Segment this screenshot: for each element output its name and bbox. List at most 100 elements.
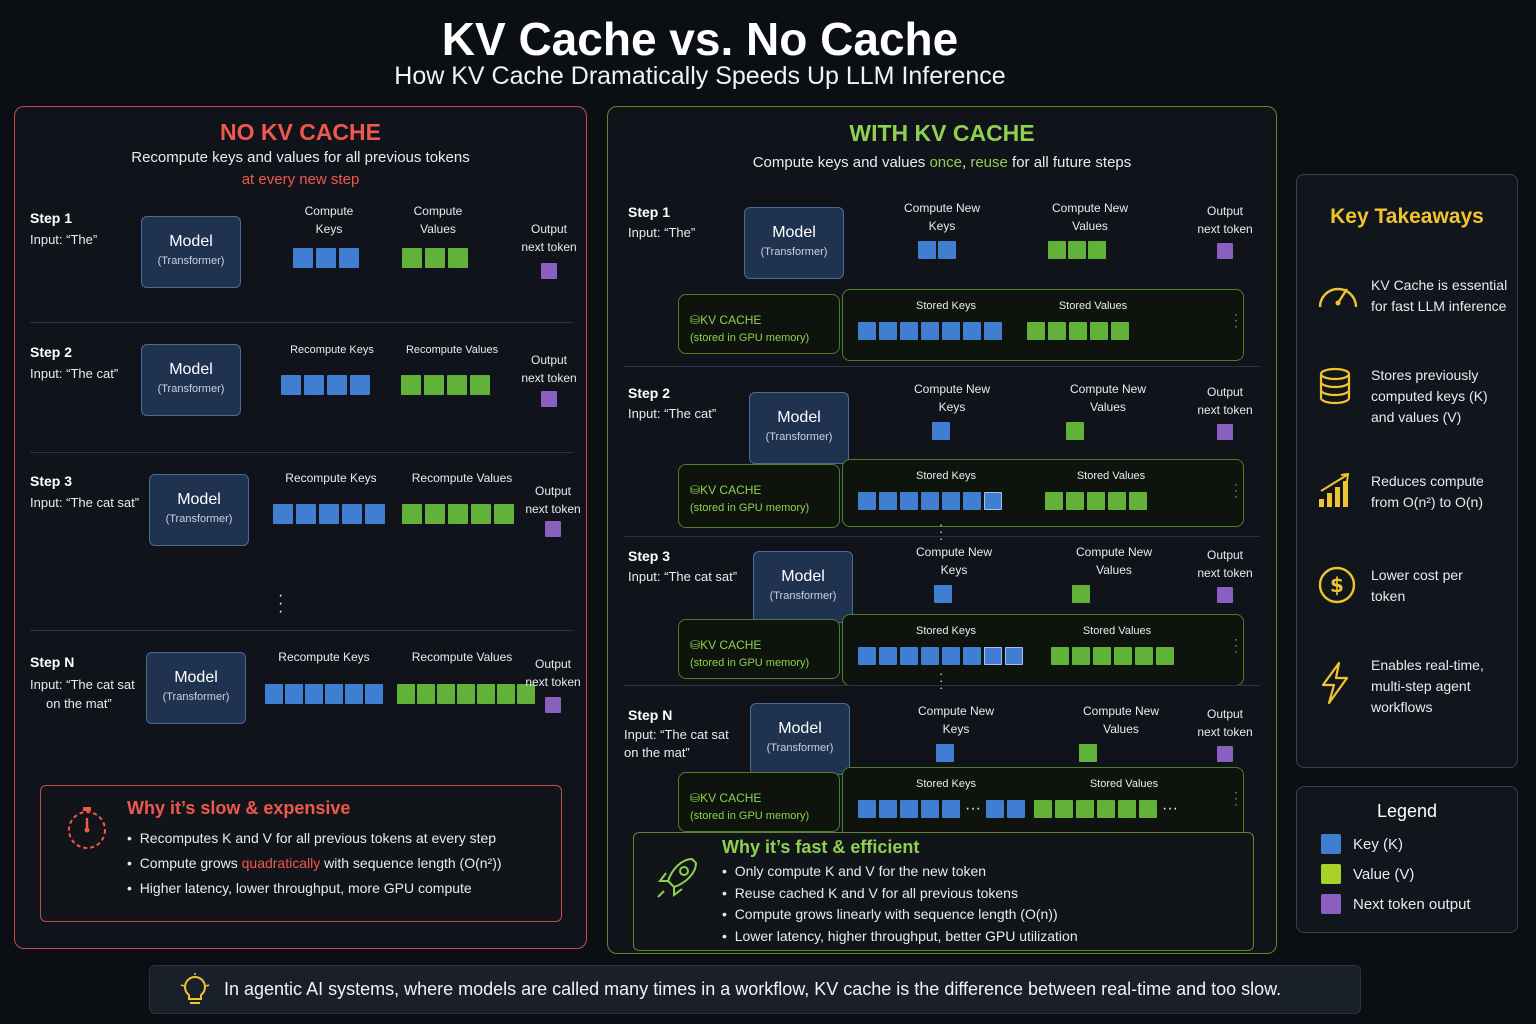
- why-slow-bullets: • Recomputes K and V for all previous to…: [127, 826, 502, 901]
- with-cache-step-label: Step N: [628, 707, 673, 723]
- key-cell: [316, 248, 336, 268]
- bullet-item: • Higher latency, lower throughput, more…: [127, 880, 472, 896]
- takeaway-text: Lower cost per token: [1371, 567, 1463, 604]
- key-cell: [365, 504, 385, 524]
- key-cell: [963, 647, 981, 665]
- model-subtitle: (Transformer): [766, 742, 834, 754]
- no-cache-step-3-keys-label: Recompute Keys: [285, 471, 377, 485]
- no-cache-step-1-values-label: Compute Values: [413, 204, 463, 236]
- svg-text:$: $: [1330, 573, 1344, 597]
- no-cache-step-n-values: [397, 684, 535, 704]
- no-cache-step-3-values: [402, 504, 514, 524]
- value-cell: [1045, 492, 1063, 510]
- value-cell: [1027, 322, 1045, 340]
- value-cell: [425, 504, 445, 524]
- kv-cache-sublabel: (stored in GPU memory): [690, 332, 810, 344]
- no-cache-step-2-model: Model (Transformer): [141, 344, 241, 416]
- no-cache-step-1-label: Step 1: [30, 210, 73, 226]
- key-cell: [293, 248, 313, 268]
- ellipsis-vertical-icon: ···: [939, 666, 944, 695]
- with-cache-step-input-2: on the mat”: [624, 745, 690, 760]
- key-cell: [942, 800, 960, 818]
- bar-chart-up-icon: [1319, 473, 1350, 507]
- model-title: Model: [772, 224, 816, 241]
- new-value-cells: [1048, 241, 1106, 259]
- legend-swatch: [1321, 864, 1341, 884]
- key-cell: [281, 375, 301, 395]
- kv-cache-label: ⛁KV CACHE(stored in GPU memory): [690, 789, 809, 825]
- lightning-icon: [1321, 661, 1349, 705]
- with-cache-heading: WITH KV CACHE: [849, 120, 1035, 146]
- divider: [30, 452, 573, 453]
- lightbulb-icon: [180, 973, 210, 1004]
- new-key-cells: [936, 744, 954, 762]
- kv-cache-label: ⛁KV CACHE(stored in GPU memory): [690, 481, 809, 517]
- value-cell: [497, 684, 515, 704]
- stopwatch-icon: [68, 807, 106, 849]
- value-cell: [1156, 647, 1174, 665]
- value-cell: [1093, 647, 1111, 665]
- value-cell: [1139, 800, 1157, 818]
- with-cache-model: Model(Transformer): [753, 551, 853, 623]
- key-cell: [900, 492, 918, 510]
- new-key-cells: [932, 422, 950, 440]
- value-cell: [402, 504, 422, 524]
- value-cell: [1051, 647, 1069, 665]
- key-cell: [325, 684, 343, 704]
- no-cache-step-2-keys-label: Recompute Keys: [290, 344, 374, 356]
- new-value-cells: [1066, 422, 1084, 440]
- no-cache-step-n-keys: [265, 684, 383, 704]
- key-cell: [963, 492, 981, 510]
- legend-swatch: [1321, 894, 1341, 914]
- legend-swatch: [1321, 834, 1341, 854]
- output-token-cell: [1217, 424, 1233, 440]
- stored-key-cells: [858, 492, 1002, 510]
- bullet-item: • Compute grows linearly with sequence l…: [722, 906, 1058, 922]
- key-cell: [1005, 647, 1023, 665]
- value-cell: [401, 375, 421, 395]
- with-cache-step-input: Input: “The”: [628, 225, 696, 240]
- key-cell: [879, 800, 897, 818]
- speedometer-icon: [1318, 287, 1358, 308]
- value-cell: [1072, 647, 1090, 665]
- key-cell: [273, 504, 293, 524]
- key-cell: [900, 647, 918, 665]
- legend-title: Legend: [1376, 801, 1438, 821]
- cylinder-icon: ⛁: [690, 638, 701, 652]
- divider: [30, 630, 573, 631]
- value-cell: [1135, 647, 1153, 665]
- no-cache-step-2-label: Step 2: [30, 344, 73, 360]
- no-cache-step-n-model: Model (Transformer): [146, 652, 246, 724]
- value-cell: [1097, 800, 1115, 818]
- kebab-menu-icon: ···: [1234, 632, 1238, 658]
- model-subtitle: (Transformer): [760, 246, 828, 258]
- kebab-menu-icon: ···: [1234, 307, 1238, 333]
- with-cache-step-label: Step 3: [628, 548, 671, 564]
- model-subtitle: (Transformer): [157, 255, 225, 267]
- value-cell: [1087, 492, 1105, 510]
- kv-cache-sublabel: (stored in GPU memory): [690, 810, 810, 822]
- value-cell: [1069, 322, 1087, 340]
- no-cache-step-n-keys-label: Recompute Keys: [278, 650, 370, 664]
- no-cache-step-n-input-1: Input: “The cat sat: [30, 677, 135, 692]
- key-cell: [942, 322, 960, 340]
- kebab-menu-icon: ···: [1234, 477, 1238, 503]
- page-title: KV Cache vs. No Cache: [441, 13, 959, 65]
- value-cell: [417, 684, 435, 704]
- key-cell: [879, 322, 897, 340]
- value-cell: [477, 684, 495, 704]
- divider: [624, 366, 1260, 367]
- kv-cache-label-box: [678, 619, 840, 679]
- key-cell: [963, 322, 981, 340]
- ellipsis-icon: ···: [965, 800, 981, 817]
- key-cell: [319, 504, 339, 524]
- key-cell: [339, 248, 359, 268]
- value-cell: [402, 248, 422, 268]
- stored-value-cells: [1051, 647, 1174, 665]
- no-cache-step-3-values-label: Recompute Values: [411, 471, 513, 485]
- key-cell: [938, 241, 956, 259]
